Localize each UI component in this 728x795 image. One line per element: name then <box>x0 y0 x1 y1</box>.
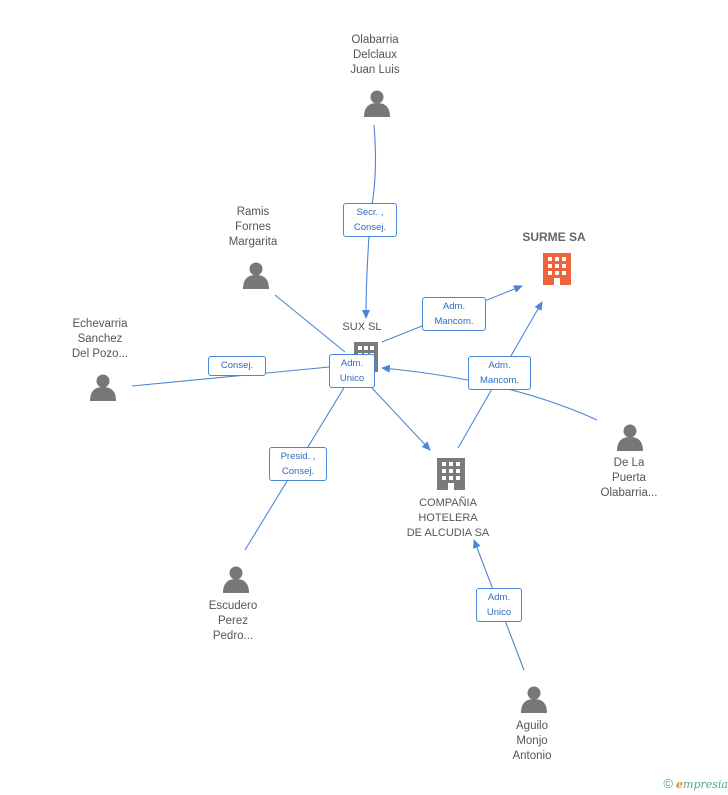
relation-adm-mancom[interactable]: Adm. Mancom. <box>468 356 531 390</box>
node-ramis-label[interactable]: Ramis Fornes Margarita <box>228 206 278 248</box>
brand-logo-initial: e <box>676 778 684 791</box>
relation-adm-unico[interactable]: Adm. Unico <box>329 354 375 388</box>
node-aguilo-label[interactable]: Aguilo Monjo Antonio <box>512 720 552 762</box>
node-escudero-label[interactable]: Escudero Perez Pedro... <box>208 600 258 642</box>
brand-logo-text: mpresia <box>683 778 728 791</box>
node-surme-label[interactable]: SURME SA <box>522 230 586 244</box>
node-delapuerta-label[interactable]: De La Puerta Olabarria... <box>600 457 658 499</box>
person-icon <box>617 424 643 451</box>
building-icon <box>543 253 571 285</box>
relation-adm-unico[interactable]: Adm. Unico <box>476 588 522 622</box>
relation-consej[interactable]: Consej. <box>208 356 266 376</box>
node-olabarria-label[interactable]: Olabarria Delclaux Juan Luis <box>350 34 400 76</box>
person-icon <box>90 374 116 401</box>
edge-ramis-sux <box>274 294 346 353</box>
person-icon <box>364 90 390 117</box>
node-echevarria-label[interactable]: Echevarria Sanchez Del Pozo... <box>71 318 129 360</box>
edge-sux-compania <box>371 387 431 451</box>
relation-presid-consej[interactable]: Presid. , Consej. <box>269 447 327 481</box>
person-icon <box>223 566 249 593</box>
node-sux-label[interactable]: SUX SL <box>342 321 382 333</box>
relation-adm-mancom[interactable]: Adm. Mancom. <box>422 297 486 331</box>
person-icon <box>243 262 269 289</box>
person-icon <box>521 686 547 713</box>
copyright-symbol: © <box>663 776 673 791</box>
relation-secr-consej[interactable]: Secr. , Consej. <box>343 203 397 237</box>
building-icon <box>437 458 465 490</box>
footer-brand: © empresia <box>663 776 728 791</box>
node-compania-label[interactable]: COMPAÑIA HOTELERA DE ALCUDIA SA <box>406 497 490 539</box>
